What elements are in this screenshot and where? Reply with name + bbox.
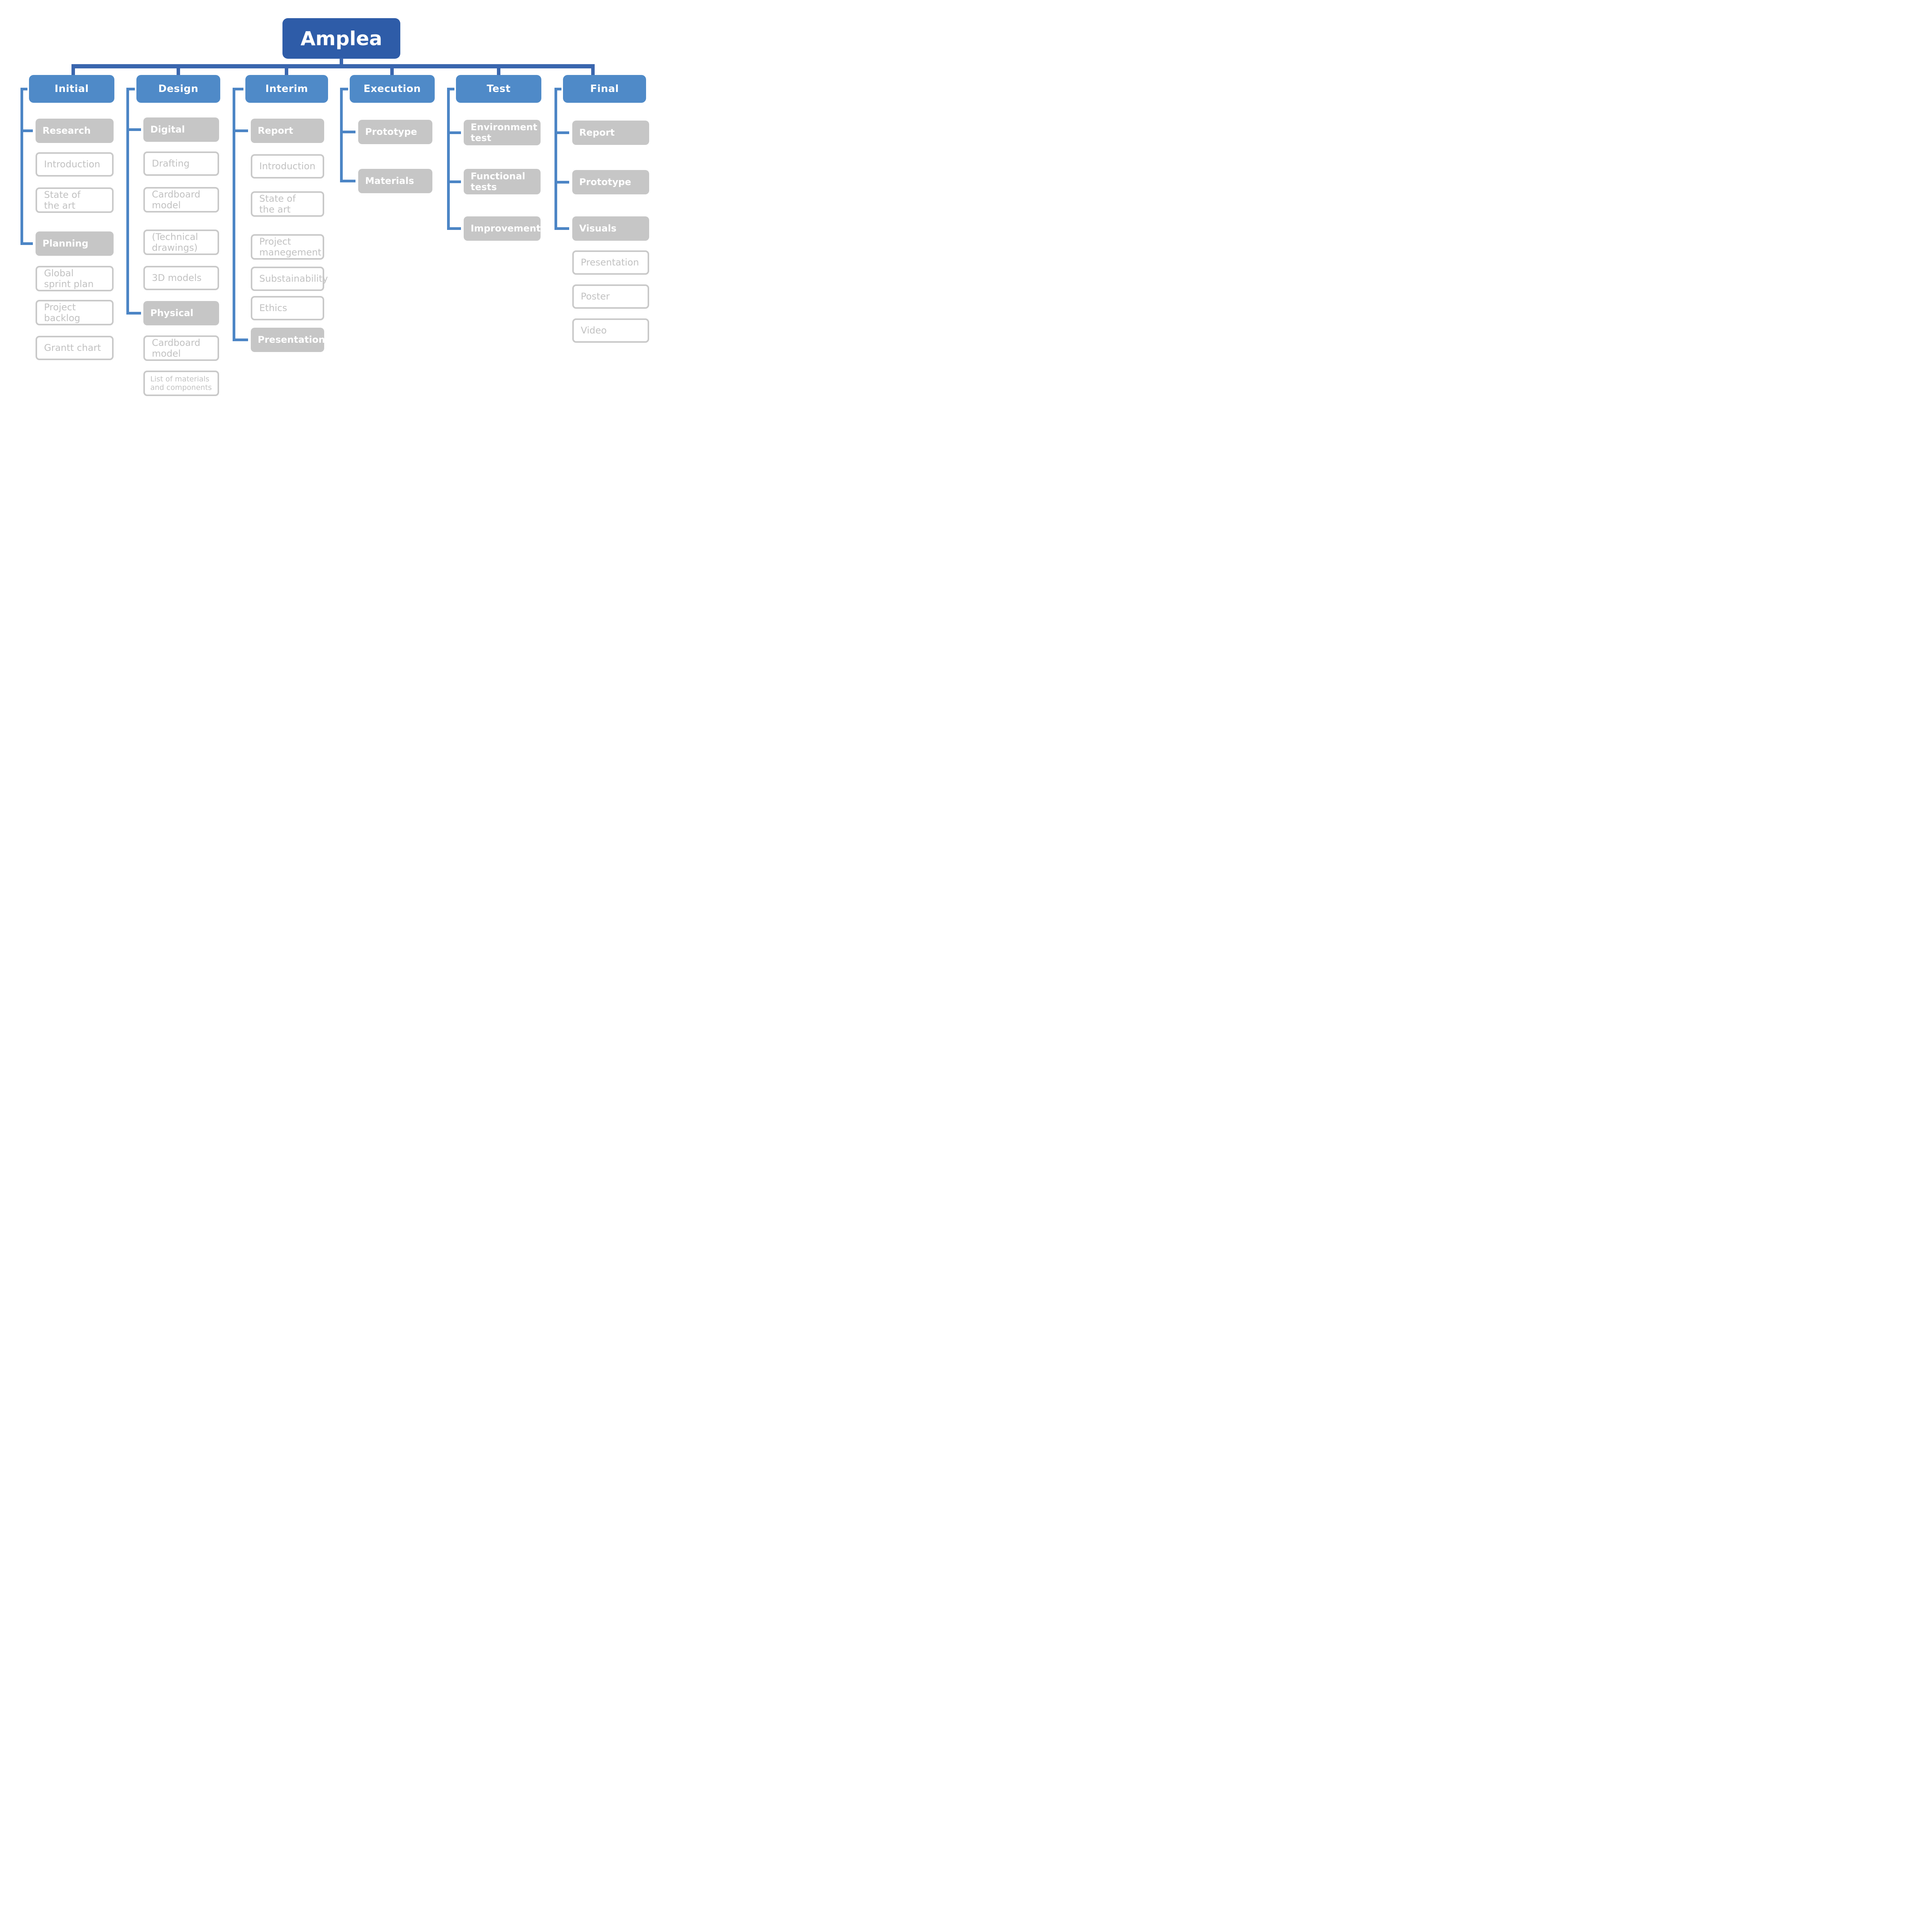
node-cardboard-model-digital: Cardboard model — [143, 187, 219, 213]
bracket-final-stub-report — [554, 131, 569, 134]
bracket-test-stub-improvements — [447, 227, 461, 230]
bracket-design-stub-physical — [126, 312, 141, 315]
root-node-amplea: Amplea — [282, 18, 400, 59]
phase-header-test: Test — [456, 75, 541, 103]
bracket-interim-stub-presentation — [233, 338, 248, 341]
node-video: Video — [572, 318, 649, 343]
bracket-design-stub-header — [126, 88, 135, 90]
node-final-presentation: Presentation — [572, 250, 649, 275]
bracket-test — [447, 88, 450, 230]
bracket-design — [126, 88, 129, 315]
connector-root-stem — [340, 58, 343, 65]
node-introduction: Introduction — [36, 152, 114, 177]
bracket-execution-stub-materials — [340, 180, 355, 182]
node-final-prototype: Prototype — [572, 170, 649, 194]
connector-tick-final — [591, 68, 595, 77]
bracket-final-stub-prototype — [554, 181, 569, 184]
node-technical-drawings: (Technical drawings) — [143, 230, 219, 255]
node-substainability: Substainability — [251, 267, 328, 291]
bracket-initial — [20, 88, 23, 245]
bracket-execution-stub-header — [340, 88, 348, 90]
node-visuals: Visuals — [572, 216, 649, 241]
bracket-final — [554, 88, 557, 230]
node-project-backlog: Project backlog — [36, 300, 114, 325]
connector-tick-execution — [390, 68, 394, 77]
node-execution-prototype: Prototype — [358, 120, 432, 144]
node-improvements: Improvements — [464, 216, 546, 241]
node-ethics: Ethics — [251, 296, 324, 320]
bracket-execution-stub-prototype — [340, 131, 355, 133]
connector-tick-test — [497, 68, 500, 77]
connector-tick-design — [177, 68, 180, 77]
node-digital: Digital — [143, 117, 219, 142]
bracket-execution — [340, 88, 343, 182]
bracket-design-stub-digital — [126, 128, 141, 131]
node-state-of-the-art: State of the art — [36, 187, 114, 213]
bracket-test-stub-environment — [447, 131, 461, 134]
node-cardboard-model-physical: Cardboard model — [143, 335, 219, 361]
node-global-sprint-plan: Global sprint plan — [36, 266, 114, 291]
node-drafting: Drafting — [143, 151, 219, 176]
bracket-test-stub-header — [447, 88, 454, 90]
bracket-initial-stub-planning — [20, 242, 33, 245]
node-physical: Physical — [143, 301, 219, 325]
node-poster: Poster — [572, 284, 649, 309]
bracket-interim — [233, 88, 235, 341]
node-functional-tests: Functional tests — [464, 169, 541, 194]
node-interim-presentation: Presentation — [251, 328, 325, 352]
org-chart-canvas: Amplea Initial Design Interim Execution … — [0, 0, 678, 479]
bracket-final-stub-header — [554, 88, 561, 90]
node-3d-models: 3D models — [143, 266, 219, 290]
bracket-initial-stub-header — [20, 88, 27, 90]
node-environment-test: Environment test — [464, 120, 541, 145]
node-interim-state-of-the-art: State of the art — [251, 191, 324, 217]
connector-tick-initial — [71, 68, 75, 77]
node-grantt-chart: Grantt chart — [36, 336, 114, 360]
bracket-test-stub-functional — [447, 180, 461, 183]
node-final-report: Report — [572, 121, 649, 145]
bracket-interim-stub-report — [233, 129, 248, 132]
phase-header-initial: Initial — [29, 75, 114, 103]
node-project-manegement: Project manegement — [251, 234, 324, 260]
bracket-interim-stub-header — [233, 88, 243, 90]
connector-tick-interim — [285, 68, 288, 77]
node-interim-report: Report — [251, 119, 324, 143]
phase-header-interim: Interim — [245, 75, 328, 103]
node-research: Research — [36, 119, 114, 143]
node-interim-introduction: Introduction — [251, 154, 324, 179]
connector-top-rail — [71, 64, 595, 68]
phase-header-execution: Execution — [350, 75, 435, 103]
bracket-final-stub-visuals — [554, 227, 569, 230]
node-planning: Planning — [36, 231, 114, 256]
node-list-of-materials: List of materials and components — [143, 371, 219, 396]
phase-header-design: Design — [136, 75, 220, 103]
phase-header-final: Final — [563, 75, 646, 103]
bracket-initial-stub-research — [20, 129, 33, 132]
node-materials: Materials — [358, 169, 432, 193]
